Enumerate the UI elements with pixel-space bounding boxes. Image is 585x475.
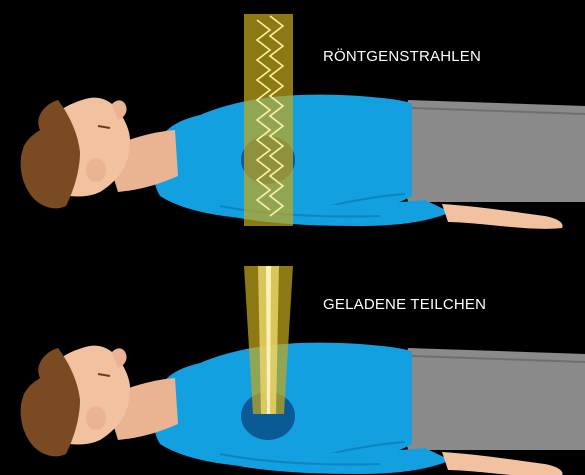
xray-beam (244, 14, 293, 226)
panel-particles: GELADENE TEILCHEN (21, 266, 585, 475)
patient-figure (21, 95, 585, 229)
panel-label: GELADENE TEILCHEN (323, 296, 486, 313)
panel-label: RÖNTGENSTRAHLEN (323, 47, 481, 65)
panel-xray: RÖNTGENSTRAHLEN (21, 14, 585, 229)
patient-figure (21, 343, 585, 475)
